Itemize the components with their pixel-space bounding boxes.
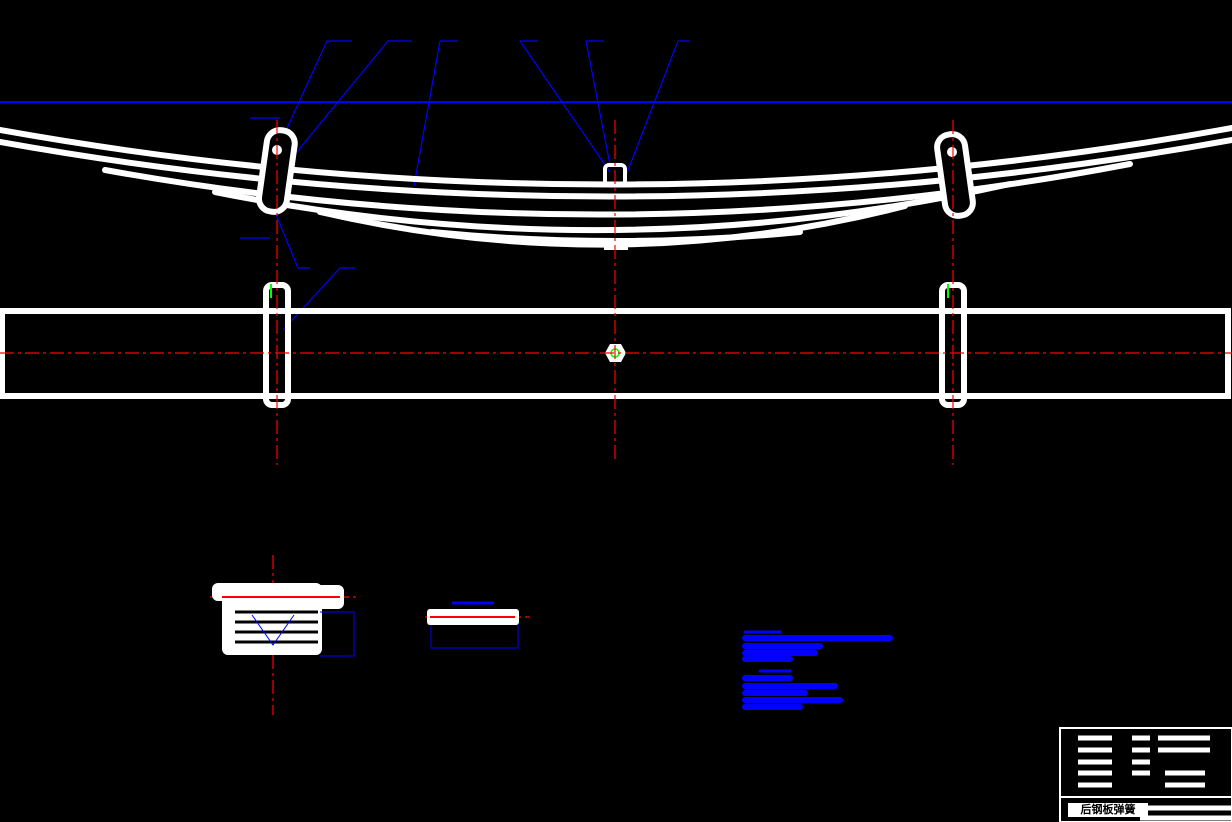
section-view-leaf: [427, 601, 519, 649]
center-lines: [0, 120, 1232, 715]
leader-lines: [240, 40, 690, 331]
front-eye: [255, 127, 298, 215]
section-view-clamp: [212, 583, 355, 657]
technical-notes: [742, 630, 893, 710]
rear-shackle: [934, 131, 976, 219]
center-clamp: [604, 240, 628, 250]
title-block: [1059, 727, 1232, 822]
drawing-title: 后钢板弹簧: [1068, 803, 1148, 817]
leaf-2: [0, 137, 1232, 200]
